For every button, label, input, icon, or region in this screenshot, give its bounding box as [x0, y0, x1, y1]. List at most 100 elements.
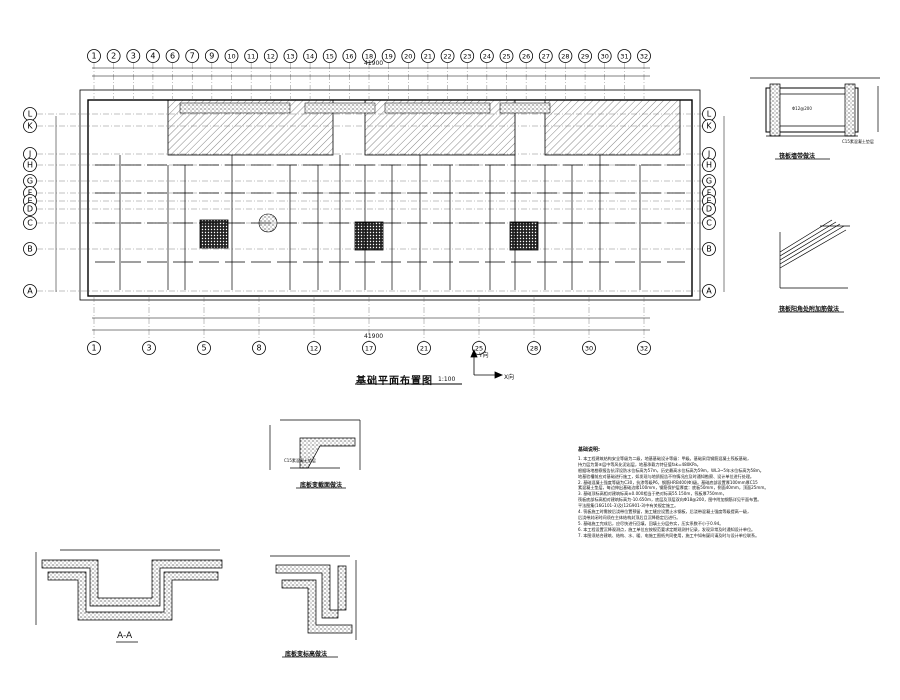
bottom-axis-bubble: 1	[87, 341, 101, 355]
bottom-axis-label: 1	[91, 344, 96, 353]
top-axis-label: 32	[640, 53, 648, 61]
bottom-axis-bubble: 30	[582, 341, 596, 355]
top-axis-label: 23	[463, 53, 471, 61]
top-axis-bubble: 14	[303, 49, 317, 63]
top-axis-label: 19	[385, 53, 393, 61]
top-axis-bubble: 15	[322, 49, 337, 63]
top-axis-bubble: 25	[499, 49, 514, 63]
top-axis-bubble: 21	[421, 49, 435, 63]
wall-rebar-note: Φ12@200	[792, 106, 812, 111]
cross-section-detail	[269, 419, 361, 470]
top-axis-bubble: 7	[185, 49, 200, 63]
top-axis-label: 11	[247, 53, 255, 61]
top-axis-bubble: 9	[204, 49, 219, 63]
top-axis-label: 16	[345, 53, 353, 61]
bottom-axis-label: 5	[201, 344, 206, 353]
bottom-axis-bubble: 5	[197, 341, 211, 355]
wall-detail-title: 筏板墙带做法	[779, 153, 816, 160]
note-line: 地基验槽前应对基础进行施工，如发现与地质报告不符情况应及时通知勘察、设计单位进行…	[578, 473, 755, 479]
right-axis-label: E	[706, 197, 711, 206]
note-line: 6. 本工程设置沉降观测点，施工单位应按规范要求定期观测并记录，发现异常及时通知…	[578, 526, 756, 532]
left-axis-bubble: D	[23, 202, 37, 216]
top-axis-label: 27	[542, 53, 550, 61]
top-axis-label: 3	[131, 52, 136, 61]
top-axis-bubble: 3	[126, 49, 141, 63]
bottom-axis-bubble: 17	[362, 341, 376, 355]
elevation-title: 底板变标高做法	[285, 651, 328, 658]
top-axis-bubble: 10	[224, 49, 239, 63]
top-axis-bubble: 12	[263, 49, 278, 63]
bottom-axis-label: 25	[475, 345, 483, 353]
overall-dimension-label-bottom: 41900	[364, 333, 384, 340]
top-axis-bubble: 23	[460, 49, 475, 63]
note-line: 筏板底部标高相对建筑标高为-10.650m，底层及顶层双向Φ18@200，图中附…	[578, 497, 762, 503]
left-axis-label: A	[27, 287, 33, 296]
bottom-axis-label: 3	[146, 344, 151, 353]
top-axis-label: 28	[561, 53, 569, 61]
note-line: 3. 基础顶标高相对建筑标高±0.000相当于绝对标高55.150m，筏板厚75…	[578, 491, 727, 497]
top-axis-label: 13	[286, 53, 294, 61]
notes-heading: 基础说明:	[578, 447, 600, 453]
bottom-axis-bubbles: 1 3 5 8 12 17 21 25 28 30 32	[87, 341, 651, 355]
left-axis-label: G	[27, 177, 33, 186]
foundation-notes: 基础说明: 1. 本工程建筑结构安全等级为二级，地基基础设计等级：甲级。基础采用…	[578, 447, 878, 539]
top-axis-bubble: 19	[381, 49, 396, 63]
bottom-axis-bubble: 12	[307, 341, 321, 355]
bottom-axis-bubble: 3	[142, 341, 156, 355]
bottom-axis-label: 32	[640, 345, 648, 353]
note-line: 根据场地勘察报告抗浮设防水位标高为57m，历史最高水位标高为59m，WL3~5年…	[578, 467, 764, 473]
cross-section-title: 底板变截面做法	[300, 482, 343, 489]
left-axis-bubble: H	[23, 158, 37, 172]
aa-detail	[35, 549, 223, 625]
top-axis-bubble: 2	[106, 49, 121, 63]
right-axis-label: J	[707, 150, 710, 159]
right-axis-label: H	[706, 161, 712, 170]
bottom-axis-bubble: 25	[472, 341, 486, 355]
wall-detail	[750, 77, 880, 137]
stipple-strip-4	[499, 102, 551, 114]
left-axis-bubble: A	[23, 284, 37, 298]
overall-dimension-label: 41900	[364, 60, 384, 67]
top-axis-label: 31	[620, 53, 628, 61]
right-axis-bubble: K	[702, 119, 716, 133]
left-axis-label: H	[27, 161, 33, 170]
plan-border	[79, 89, 701, 301]
top-axis-bubble: 24	[479, 49, 494, 63]
left-axis-bubble: K	[23, 119, 37, 133]
top-axis-label: 9	[209, 52, 214, 61]
top-axis-label: 22	[443, 53, 451, 61]
left-axis-label: L	[28, 110, 33, 119]
top-axis-bubble: 13	[283, 49, 298, 63]
elevation-detail	[270, 555, 357, 640]
right-axis-label: L	[707, 110, 712, 119]
note-line: 持力层为第⑧层中等风化泥岩层，地基承载力特征值fak=480KPa。	[578, 461, 701, 467]
note-line: 平法图集(16G101-3)及(12G901-3)中有关规定施工。	[578, 503, 679, 509]
left-axis-label: C	[27, 219, 33, 228]
bottom-axis-bubble: 8	[252, 341, 266, 355]
left-axis-bubble: C	[23, 216, 37, 230]
left-axis-label: E	[27, 197, 32, 206]
top-axis-label: 15	[326, 53, 334, 61]
xy-arrows	[470, 348, 504, 379]
note-line: 5. 基础施工完成后，应尽快进行回填，回填土分层夯实，压实系数不小于0.94。	[578, 520, 724, 526]
left-axis-bubble: L	[23, 107, 37, 121]
left-axis-label: J	[28, 150, 31, 159]
top-axis-bubble: 29	[578, 49, 592, 63]
bottom-axis-bubble: 21	[417, 341, 431, 355]
left-axis-label: B	[27, 245, 33, 254]
pit-mid	[354, 221, 384, 251]
top-axis-bubble: 11	[244, 49, 259, 63]
left-axis-label: D	[27, 205, 33, 214]
aa-title: A-A	[117, 631, 133, 641]
bottom-axis-label: 28	[530, 345, 538, 353]
corner-detail	[779, 219, 850, 289]
top-axis-bubble: 26	[519, 49, 534, 63]
y-direction-label: Y向	[479, 352, 489, 359]
top-axis-label: 30	[601, 53, 609, 61]
right-axis-bubble: B	[702, 242, 716, 256]
right-axis-label: B	[706, 245, 712, 254]
right-axis-label: F	[707, 189, 712, 198]
note-line: 2. 基础混凝土强度等级为C30，抗渗等级P6，钢筋HRB400(Φ)级。基础底…	[578, 479, 758, 485]
